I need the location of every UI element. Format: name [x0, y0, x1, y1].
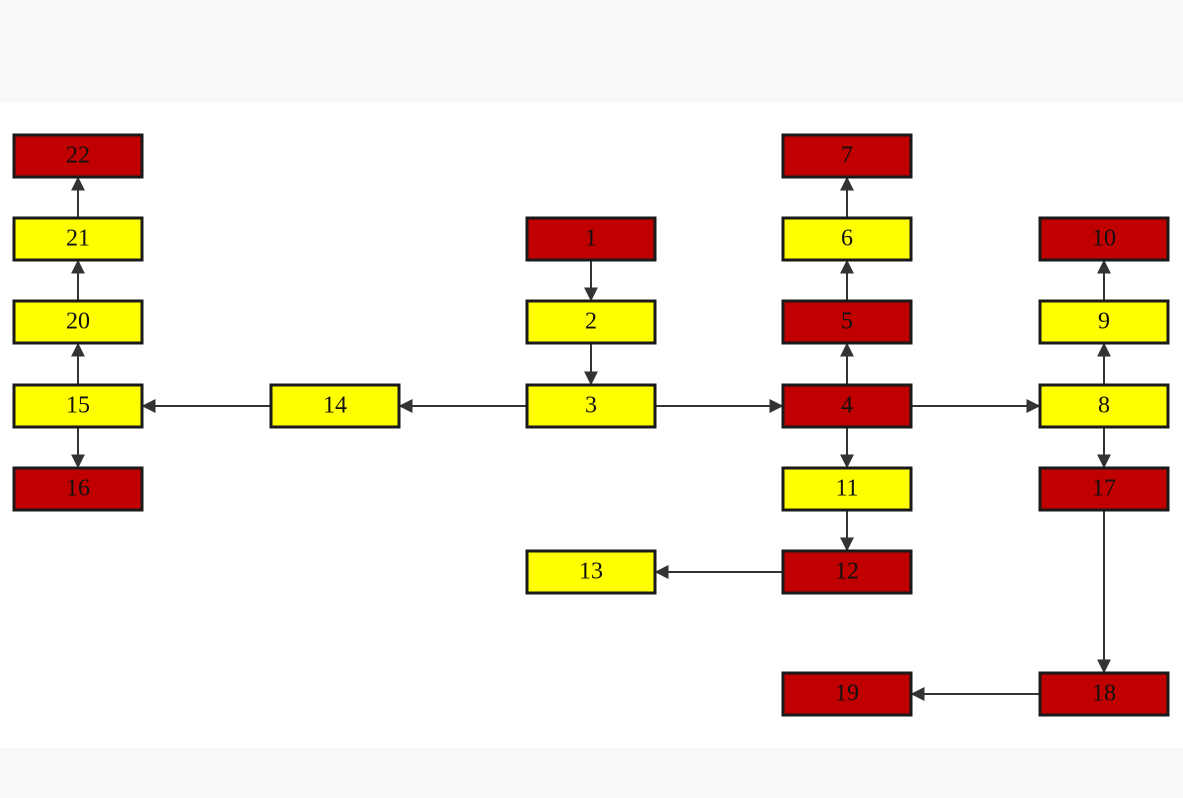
node-label: 7	[841, 143, 853, 169]
node-label: 9	[1098, 309, 1110, 335]
node-box	[1038, 216, 1170, 262]
node-label: 19	[835, 681, 859, 707]
node-box	[525, 216, 657, 262]
node-box	[525, 383, 657, 429]
node-22: 22	[12, 133, 144, 179]
node-6: 6	[781, 216, 913, 262]
node-label: 16	[66, 476, 90, 502]
node-box	[781, 671, 913, 717]
node-5: 5	[781, 299, 913, 345]
node-20: 20	[12, 299, 144, 345]
node-box	[12, 466, 144, 512]
node-11: 11	[781, 466, 913, 512]
node-label: 18	[1092, 681, 1116, 707]
node-label: 11	[835, 476, 858, 502]
node-box	[1038, 671, 1170, 717]
node-2: 2	[525, 299, 657, 345]
edges-layer	[71, 176, 1111, 701]
node-label: 1	[585, 226, 597, 252]
node-12: 12	[781, 549, 913, 595]
node-18: 18	[1038, 671, 1170, 717]
node-box	[12, 383, 144, 429]
node-16: 16	[12, 466, 144, 512]
node-label: 6	[841, 226, 853, 252]
node-box	[525, 299, 657, 345]
node-box	[781, 549, 913, 595]
node-box	[781, 383, 913, 429]
node-label: 8	[1098, 393, 1110, 419]
node-box	[781, 216, 913, 262]
node-13: 13	[525, 549, 657, 595]
node-label: 22	[66, 143, 90, 169]
node-box	[781, 299, 913, 345]
node-8: 8	[1038, 383, 1170, 429]
node-box	[12, 216, 144, 262]
node-9: 9	[1038, 299, 1170, 345]
node-box	[781, 466, 913, 512]
node-box	[1038, 299, 1170, 345]
node-1: 1	[525, 216, 657, 262]
node-box	[525, 549, 657, 595]
node-label: 21	[66, 226, 90, 252]
node-label: 10	[1092, 226, 1116, 252]
node-21: 21	[12, 216, 144, 262]
node-label: 17	[1092, 476, 1116, 502]
node-19: 19	[781, 671, 913, 717]
node-label: 3	[585, 393, 597, 419]
node-box	[1038, 466, 1170, 512]
node-label: 5	[841, 309, 853, 335]
node-3: 3	[525, 383, 657, 429]
node-box	[781, 133, 913, 179]
node-box	[12, 299, 144, 345]
node-box	[12, 133, 144, 179]
node-14: 14	[269, 383, 401, 429]
node-7: 7	[781, 133, 913, 179]
node-17: 17	[1038, 466, 1170, 512]
node-label: 15	[66, 393, 90, 419]
node-label: 12	[835, 559, 859, 585]
node-box	[1038, 383, 1170, 429]
node-10: 10	[1038, 216, 1170, 262]
node-label: 14	[323, 393, 347, 419]
node-label: 2	[585, 309, 597, 335]
node-label: 4	[841, 393, 853, 419]
node-15: 15	[12, 383, 144, 429]
node-label: 20	[66, 309, 90, 335]
node-box	[269, 383, 401, 429]
node-label: 13	[579, 559, 603, 585]
node-4: 4	[781, 383, 913, 429]
